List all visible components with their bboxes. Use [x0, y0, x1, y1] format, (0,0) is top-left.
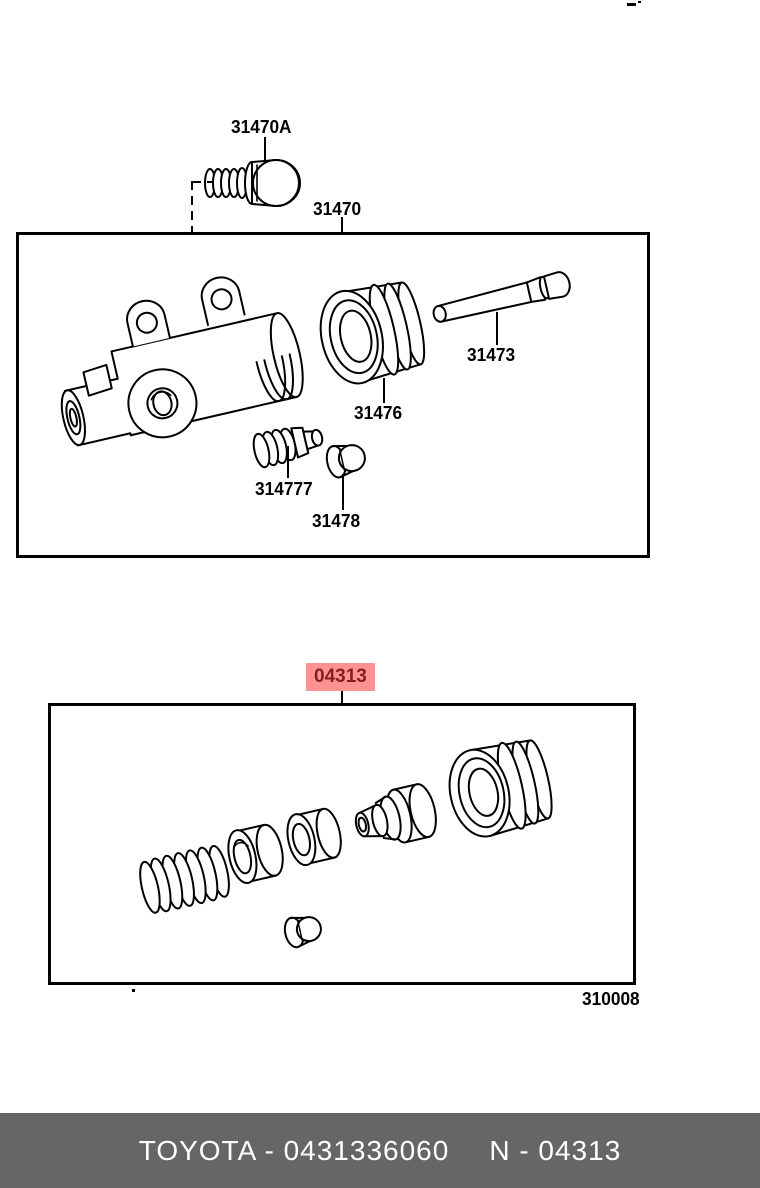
leader-line-31477 — [287, 446, 289, 478]
highlighted-part-label-04313: 04313 — [306, 663, 375, 691]
push-rod-drawing — [432, 271, 571, 323]
part-label-310008: 310008 — [582, 989, 640, 1009]
part-label-31470a: 31470A — [231, 117, 292, 137]
spring-drawing — [139, 844, 230, 914]
part-label-31477: 314777 — [255, 479, 313, 500]
stray-mark — [638, 1, 641, 3]
bleeder-cap-drawing — [325, 444, 366, 479]
cylinder-body-drawing — [60, 276, 304, 447]
kit-cap-drawing — [283, 916, 322, 949]
cup-seal-drawing — [227, 823, 284, 885]
leader-line-31478 — [342, 474, 344, 510]
footer-bar: TOYOTA - 0431336060 N - 04313 — [0, 1113, 760, 1188]
part-label-31477-text: 31477 — [255, 479, 304, 499]
leader-line-04313 — [341, 691, 343, 703]
part-label-31473: 31473 — [467, 345, 516, 365]
footer-part-number: TOYOTA - 0431336060 — [138, 1134, 450, 1166]
part-label-31477-extra: 7 — [303, 479, 313, 499]
boot-drawing — [319, 281, 426, 385]
leader-line-31470a — [264, 137, 266, 163]
stray-mark — [627, 3, 636, 6]
dashed-leader-horizontal — [191, 181, 214, 183]
bleeder-plug-drawing — [252, 426, 324, 469]
part-label-31470: 31470 — [313, 199, 362, 219]
stray-dot — [132, 989, 135, 992]
leader-line-31470 — [341, 217, 343, 233]
bolt-drawing — [204, 159, 301, 207]
footer-n-number: N - 04313 — [489, 1134, 622, 1166]
cup-seal-drawing — [286, 807, 342, 867]
part-label-31478: 31478 — [312, 511, 361, 531]
kit-boot-drawing — [448, 739, 553, 838]
leader-line-31473 — [496, 312, 498, 345]
leader-line-31476 — [383, 378, 385, 403]
piston-drawing — [354, 783, 437, 844]
part-label-31476: 31476 — [354, 403, 403, 423]
